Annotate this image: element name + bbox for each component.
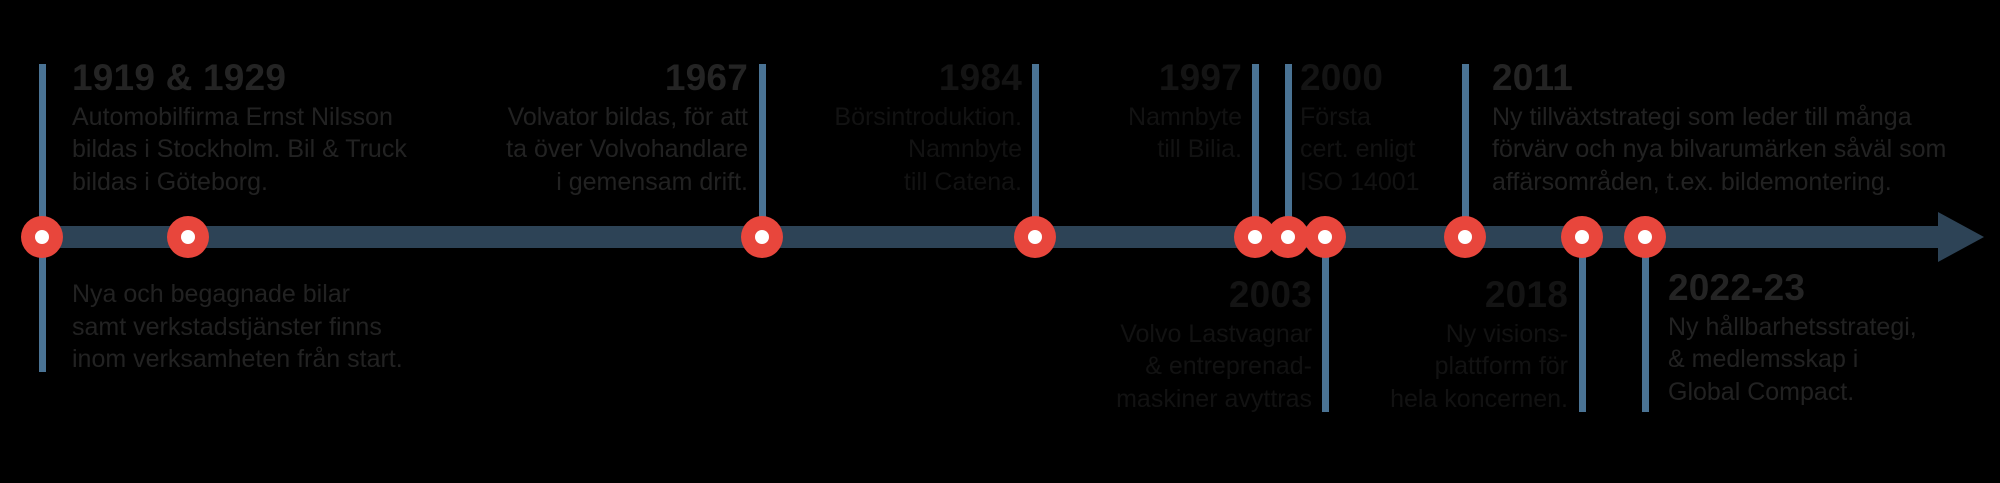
milestone-year-m1919: 1919 & 1929 (72, 57, 287, 98)
milestone-description-m2000: Första cert. enligt ISO 14001 (1300, 102, 1420, 196)
milestone-connector-m2022 (1642, 237, 1649, 412)
milestone-dot-m1984[interactable] (1014, 216, 1056, 258)
milestone-year-m2000: 2000 (1300, 57, 1384, 98)
milestone-year-m1984: 1984 (938, 57, 1022, 98)
timeline-arrow-icon (1938, 212, 1984, 262)
milestone-year-m1967: 1967 (664, 57, 748, 98)
milestone-description-m2018: Ny visions- plattform för hela koncernen… (1390, 319, 1568, 413)
milestone-connector-m2018 (1579, 237, 1586, 412)
milestone-connector-m2003 (1322, 237, 1329, 412)
milestone-dot-m2022[interactable] (1624, 216, 1666, 258)
milestone-connector-m1997 (1252, 64, 1259, 237)
milestone-connector-m2011 (1462, 64, 1469, 237)
milestone-dot-m2003[interactable] (1304, 216, 1346, 258)
milestone-description-m2022: Ny hållbarhetsstrategi, & medlemsskap i … (1668, 312, 1917, 406)
milestone-description-m1919b: Nya och begagnade bilar samt verkstadstj… (72, 280, 403, 373)
milestone-entry-m1919b: Nya och begagnade bilar samt verkstadstj… (72, 275, 452, 376)
milestone-description-m2003: Volvo Lastvagnar & entreprenad- maskiner… (1116, 319, 1312, 413)
milestone-description-m1984: Börsintroduktion. Namnbyte till Catena. (834, 102, 1022, 196)
milestone-dot-m1967[interactable] (741, 216, 783, 258)
milestone-dot-m2000[interactable] (1267, 216, 1309, 258)
milestone-year-m2003: 2003 (1228, 274, 1312, 315)
milestone-dot-m2011[interactable] (1444, 216, 1486, 258)
milestone-connector-m2000 (1285, 64, 1292, 237)
milestone-description-m1967: Volvator bildas, för att ta över Volvoha… (506, 102, 748, 196)
milestone-description-m1919: Automobilfirma Ernst Nilsson bildas i St… (72, 102, 407, 196)
milestone-year-m2011: 2011 (1492, 57, 1574, 98)
milestone-description-m1997: Namnbyte till Bilia. (1128, 102, 1242, 164)
milestone-description-m2011: Ny tillväxtstrategi som leder till många… (1492, 102, 1947, 196)
milestone-dot-m1919[interactable] (21, 216, 63, 258)
milestone-connector-m1984 (1032, 64, 1039, 237)
milestone-year-m2022: 2022-23 (1668, 267, 1806, 308)
milestone-connector-m1967 (759, 64, 766, 237)
milestone-dot-m1919b[interactable] (167, 216, 209, 258)
milestone-dot-m2018[interactable] (1561, 216, 1603, 258)
milestone-year-m1997: 1997 (1158, 57, 1242, 98)
milestone-year-m2018: 2018 (1484, 274, 1568, 315)
